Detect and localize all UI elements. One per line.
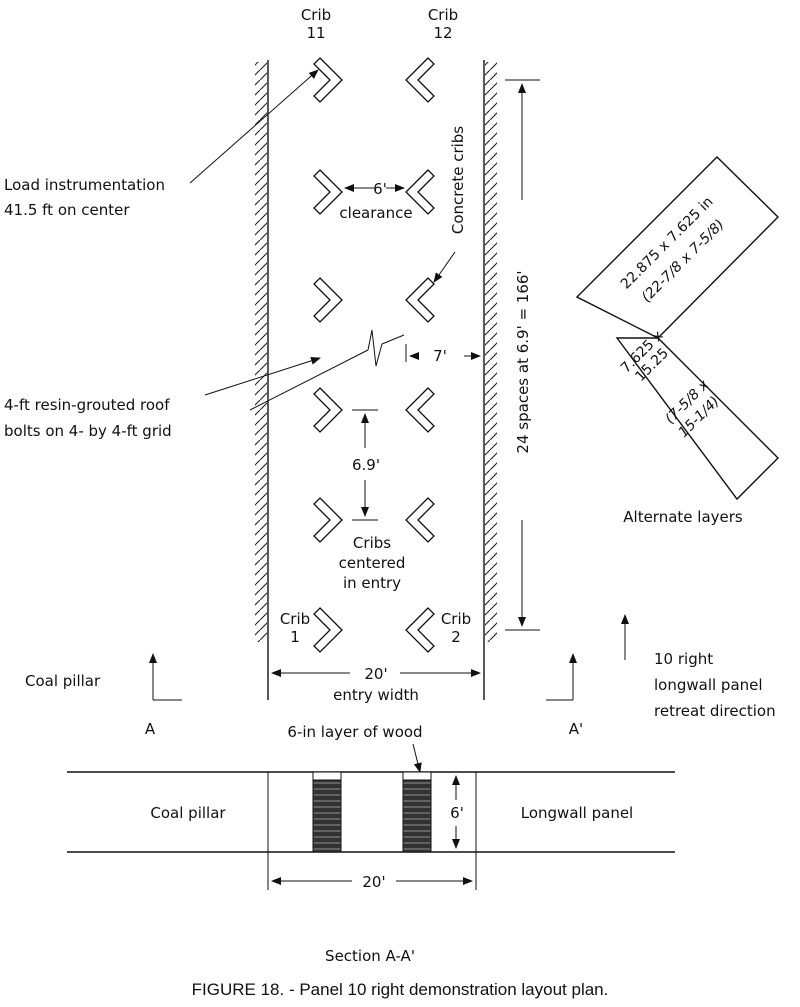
crib-11-label: Crib — [301, 6, 331, 24]
roof-bolts-label: 4-ft resin-grouted roof — [4, 396, 170, 414]
concrete-cribs-label: Concrete cribs — [449, 126, 467, 234]
right-entry-wall — [483, 60, 497, 700]
section-a-marker: A — [145, 720, 156, 738]
section-width-dimension: 20' — [362, 873, 385, 891]
cribs-centered-line2: centered — [339, 554, 406, 572]
right-crib-section — [402, 779, 432, 853]
alternate-layers-label: Alternate layers — [623, 508, 743, 526]
crib-chevrons — [313, 57, 435, 653]
crib-spacing-dimension: 6.9' — [352, 456, 380, 474]
crib-chevron — [405, 277, 435, 323]
crib-chevron — [405, 57, 435, 103]
coal-pillar-plan-label: Coal pillar — [25, 672, 101, 690]
crib-chevron — [313, 497, 343, 543]
load-instrumentation-spacing: 41.5 ft on center — [4, 201, 130, 219]
retreat-line-1: 10 right — [654, 650, 713, 668]
clearance-dimension: 6' — [373, 180, 387, 198]
cribs-centered-line3: in entry — [343, 574, 401, 592]
crib-11-number: 11 — [306, 24, 325, 42]
crib-chevron — [313, 607, 343, 653]
retreat-line-3: retreat direction — [654, 702, 776, 720]
clearance-label: clearance — [339, 204, 412, 222]
crib-chevron — [405, 169, 435, 215]
wood-layer-label: 6-in layer of wood — [287, 723, 422, 741]
crib-2-number: 2 — [451, 628, 461, 646]
crib-1-label: Crib — [280, 610, 310, 628]
section-a-prime-marker: A' — [569, 720, 583, 738]
vertical-spacing-label: 24 spaces at 6.9' = 166' — [514, 270, 532, 453]
longwall-panel-label: Longwall panel — [521, 804, 633, 822]
crib-chevron — [313, 169, 343, 215]
section-view — [67, 771, 675, 890]
section-title: Section A-A' — [325, 947, 415, 965]
section-height-dimension: 6' — [450, 804, 464, 822]
crib-chevron — [405, 497, 435, 543]
entry-width-dimension: 20' — [364, 665, 387, 683]
cribs-centered-line1: Cribs — [353, 534, 391, 552]
crib-chevron — [405, 387, 435, 433]
crib-12-number: 12 — [433, 24, 452, 42]
crib-chevron — [313, 57, 343, 103]
entry-width-label: entry width — [333, 686, 419, 704]
figure-caption: FIGURE 18. - Panel 10 right demonstratio… — [192, 980, 609, 999]
crib-detail: 22.875 x 7.625 in (22-7/8 x 7-5/8) 7.625… — [575, 156, 779, 501]
crib-2-label: Crib — [441, 610, 471, 628]
crib-1-number: 1 — [290, 628, 300, 646]
left-entry-wall — [255, 60, 269, 700]
coal-pillar-section-label: Coal pillar — [150, 804, 226, 822]
crib-chevron — [313, 387, 343, 433]
roof-bolts-grid: bolts on 4- by 4-ft grid — [4, 422, 172, 440]
load-instrumentation-label: Load instrumentation — [4, 176, 165, 194]
retreat-line-2: longwall panel — [654, 676, 763, 694]
seven-ft-dimension: 7' — [433, 347, 447, 365]
crib-chevron — [313, 277, 343, 323]
left-crib-section — [312, 779, 342, 853]
crib-chevron — [405, 607, 435, 653]
crib-12-label: Crib — [428, 6, 458, 24]
